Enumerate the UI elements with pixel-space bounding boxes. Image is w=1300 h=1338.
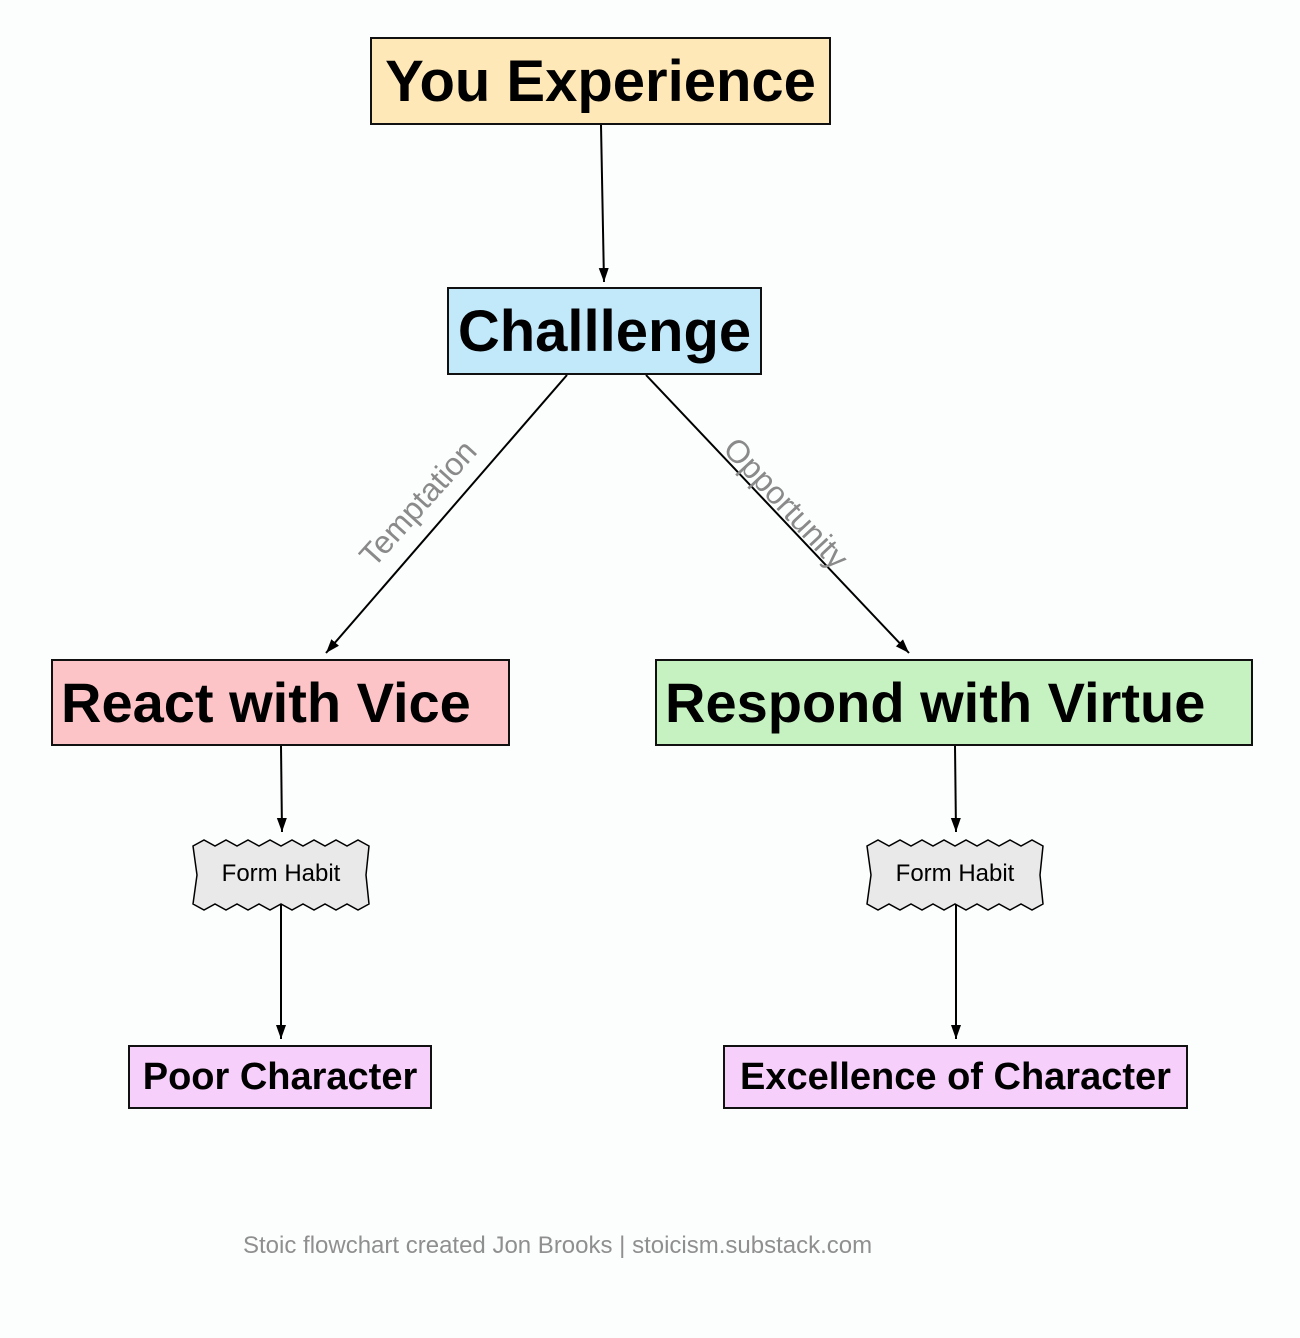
habit-right-label: Form Habit bbox=[895, 860, 1015, 887]
node-excellence-of-character: Excellence of Character bbox=[723, 1045, 1188, 1109]
footer-credit: Stoic flowchart created Jon Brooks | sto… bbox=[243, 1232, 873, 1259]
habit-right-shape bbox=[866, 839, 1044, 911]
edge-virtue-to-habit bbox=[950, 745, 961, 833]
node-react-with-vice: React with Vice bbox=[51, 659, 510, 746]
node-challenge: Challlenge bbox=[447, 287, 762, 375]
node-respond-with-virtue: Respond with Virtue bbox=[655, 659, 1253, 746]
edge-vice-to-habit bbox=[276, 745, 287, 833]
habit-left-shape bbox=[192, 839, 370, 911]
edge-challenge-to-virtue bbox=[645, 374, 910, 654]
node-you-experience: You Experience bbox=[370, 37, 831, 125]
habit-left-label: Form Habit bbox=[221, 860, 341, 887]
edge-challenge-to-vice bbox=[325, 374, 568, 654]
node-poor-character: Poor Character bbox=[128, 1045, 432, 1109]
edge-experience-to-challenge bbox=[598, 124, 609, 283]
